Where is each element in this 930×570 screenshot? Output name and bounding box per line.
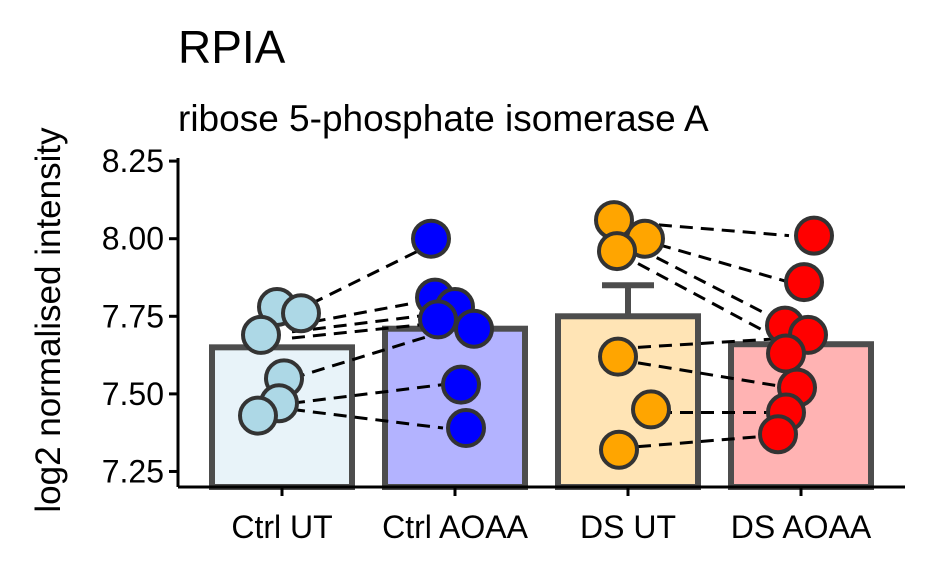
y-tick-label-4: 8.25 xyxy=(102,143,164,179)
paired-line-12 xyxy=(637,361,790,390)
paired-line-0 xyxy=(291,237,444,315)
point-2-5 xyxy=(599,429,639,470)
point-0-1 xyxy=(281,293,321,334)
point-1-3 xyxy=(418,299,458,340)
point-3-0 xyxy=(794,215,834,256)
point-3-7 xyxy=(758,414,798,455)
point-1-0 xyxy=(411,218,451,259)
y-axis-title: log2 normalised intensity xyxy=(29,127,68,513)
paired-line-5 xyxy=(291,383,444,405)
y-tick-label-0: 7.25 xyxy=(102,453,164,489)
x-tick-label-2: DS UT xyxy=(580,509,676,545)
paired-line-6 xyxy=(291,407,444,430)
y-tick-label-2: 7.75 xyxy=(102,298,164,334)
point-2-3 xyxy=(598,336,638,377)
paired-line-11 xyxy=(637,336,790,349)
point-1-6 xyxy=(446,408,486,449)
x-tick-label-3: DS AOAA xyxy=(731,509,872,545)
paired-line-7 xyxy=(637,221,790,238)
point-0-2 xyxy=(241,314,281,355)
paired-lines-layer xyxy=(291,221,790,449)
bar-1 xyxy=(382,325,528,490)
point-3-4 xyxy=(766,333,806,374)
chart-subtitle: ribose 5-phosphate isomerase A xyxy=(178,98,709,139)
point-1-4 xyxy=(454,308,494,349)
chart-title: RPIA xyxy=(178,21,286,73)
paired-line-2 xyxy=(291,311,444,334)
point-2-4 xyxy=(631,389,671,430)
y-tick-label-3: 8.00 xyxy=(102,221,164,257)
paired-line-9 xyxy=(637,246,790,327)
paired-line-3 xyxy=(291,321,444,340)
point-2-2 xyxy=(597,231,637,272)
point-0-5 xyxy=(238,395,278,436)
y-tick-label-1: 7.50 xyxy=(102,376,164,412)
paired-line-10 xyxy=(637,262,790,346)
points-layer xyxy=(238,200,834,470)
x-tick-label-0: Ctrl UT xyxy=(231,509,332,545)
x-tick-label-1: Ctrl AOAA xyxy=(382,509,528,545)
point-3-1 xyxy=(784,262,824,303)
paired-line-4 xyxy=(291,330,444,380)
point-1-5 xyxy=(441,364,481,405)
errorbars-layer xyxy=(602,282,654,317)
